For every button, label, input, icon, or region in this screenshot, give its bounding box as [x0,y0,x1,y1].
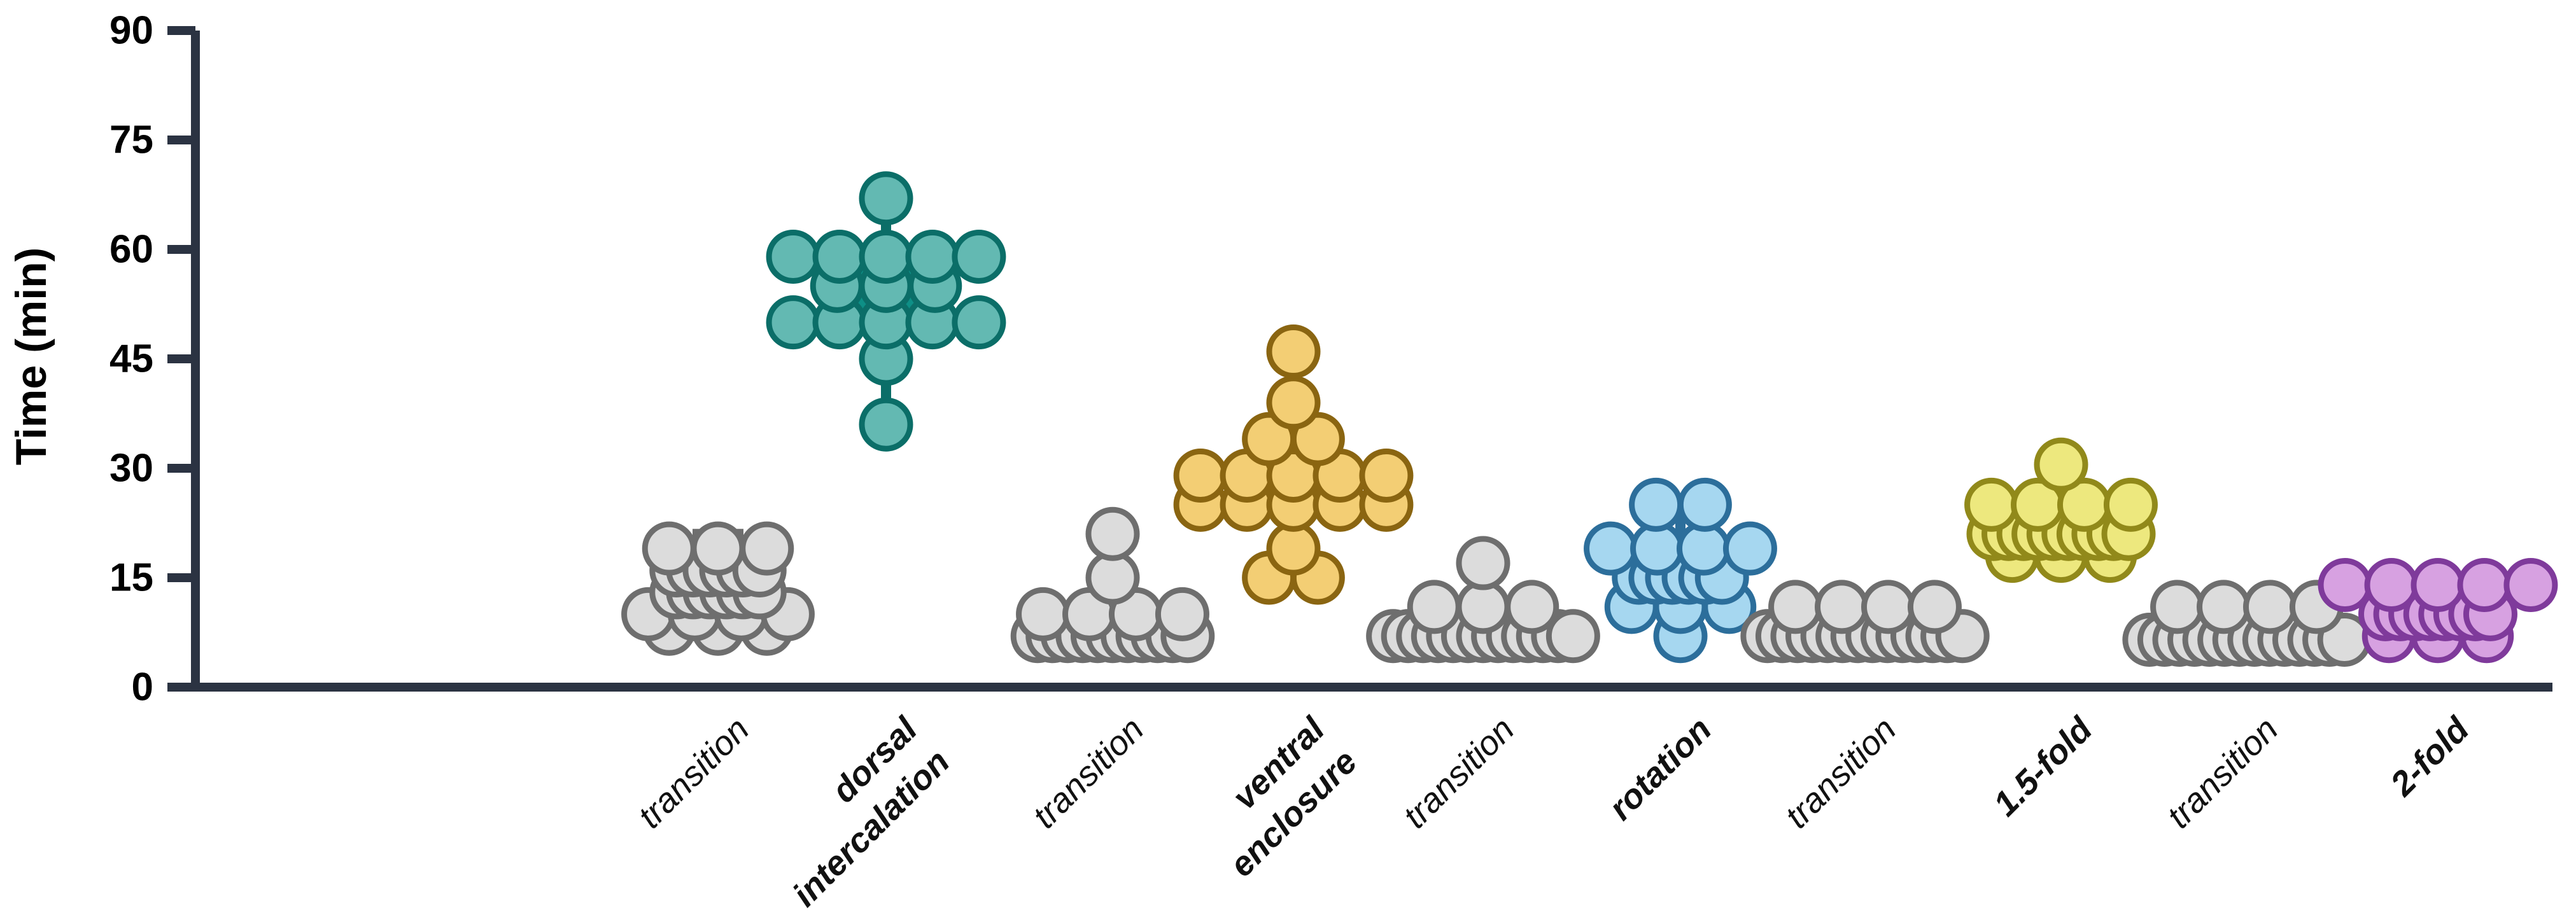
data-point [1085,506,1140,561]
data-point [859,397,913,452]
y-tick-label: 0 [132,665,153,709]
data-point [1861,580,1915,634]
data-point [1266,324,1321,379]
dot-plot-layer [621,171,2558,667]
data-point [1545,609,1600,664]
dot-stack [2318,557,2558,664]
data-point [1584,521,1638,576]
data-point [952,295,1006,350]
data-point [740,521,794,576]
x-axis-label: transition [1025,710,1151,835]
data-point [2150,580,2205,634]
dot-stack [1584,477,1777,664]
data-point [766,295,820,350]
x-axis-label-line: transition [1396,710,1521,835]
data-point [2318,557,2372,612]
x-axis-label-line: transition [1025,710,1151,835]
data-point [952,229,1006,284]
data-point [2103,477,2158,532]
data-point [1016,587,1071,641]
data-point [1290,412,1345,466]
x-axis-label-line: transition [1778,710,1903,835]
dot-stack [1964,437,2158,583]
data-point [1456,536,1510,590]
data-point [1907,580,1962,634]
y-axis-title-text: Time (min) [7,247,55,466]
data-point [1173,448,1228,503]
data-point [1768,580,1823,634]
dot-stack [1173,324,1414,605]
data-point [2364,557,2419,612]
data-point [2197,580,2251,634]
y-tick-label: 90 [109,8,153,52]
data-point [1155,587,1209,641]
data-point [2457,557,2512,612]
data-point [1629,477,1684,532]
x-axis-label: transition [1778,710,1903,835]
x-axis-label-line: transition [2160,710,2285,835]
dot-stack [1010,506,1215,664]
data-point [1266,375,1321,430]
dot-stack [621,521,815,656]
data-point [691,521,745,576]
data-point [2503,557,2558,612]
data-point [2034,437,2088,492]
data-point [642,521,696,576]
y-axis-title: Time (min) [7,247,55,466]
data-point [859,171,913,226]
y-tick-label: 45 [109,337,153,380]
x-axis-label: 1.5-fold [1986,709,2100,823]
data-point [1407,580,1461,634]
x-axis-label: transition [631,710,756,835]
x-axis-label: transition [2160,710,2285,835]
y-tick-label: 30 [109,446,153,490]
axes-layer [191,31,2552,692]
data-point [1359,448,1414,503]
data-point [812,229,867,284]
x-axis-label: rotation [1601,710,1719,828]
y-tick-label: 15 [109,555,153,599]
data-point [859,229,913,284]
y-tick-label: 60 [109,227,153,271]
x-axis-label-line: 2-fold [2382,709,2477,804]
data-point [1815,580,1869,634]
x-axis-label-line: 1.5-fold [1986,709,2100,823]
dot-stack [1366,536,1600,664]
dot-stack [2122,580,2372,667]
dot-stack [766,171,1006,452]
data-point [1505,580,1559,634]
data-point [905,229,960,284]
y-tick-labels: 0 15 30 45 60 75 90 [109,8,195,709]
data-point [2242,580,2297,634]
x-axis-label-line: transition [631,710,756,835]
data-point [1722,521,1777,576]
data-point [2411,557,2465,612]
x-axis-label-line: rotation [1601,710,1719,828]
y-tick-label: 75 [109,118,153,162]
data-point [1964,477,2019,532]
data-point [766,229,820,284]
x-axis-label: 2-fold [2382,709,2477,804]
dot-stack [1740,580,1990,664]
data-point [1677,477,1732,532]
x-axis-label: transition [1396,710,1521,835]
